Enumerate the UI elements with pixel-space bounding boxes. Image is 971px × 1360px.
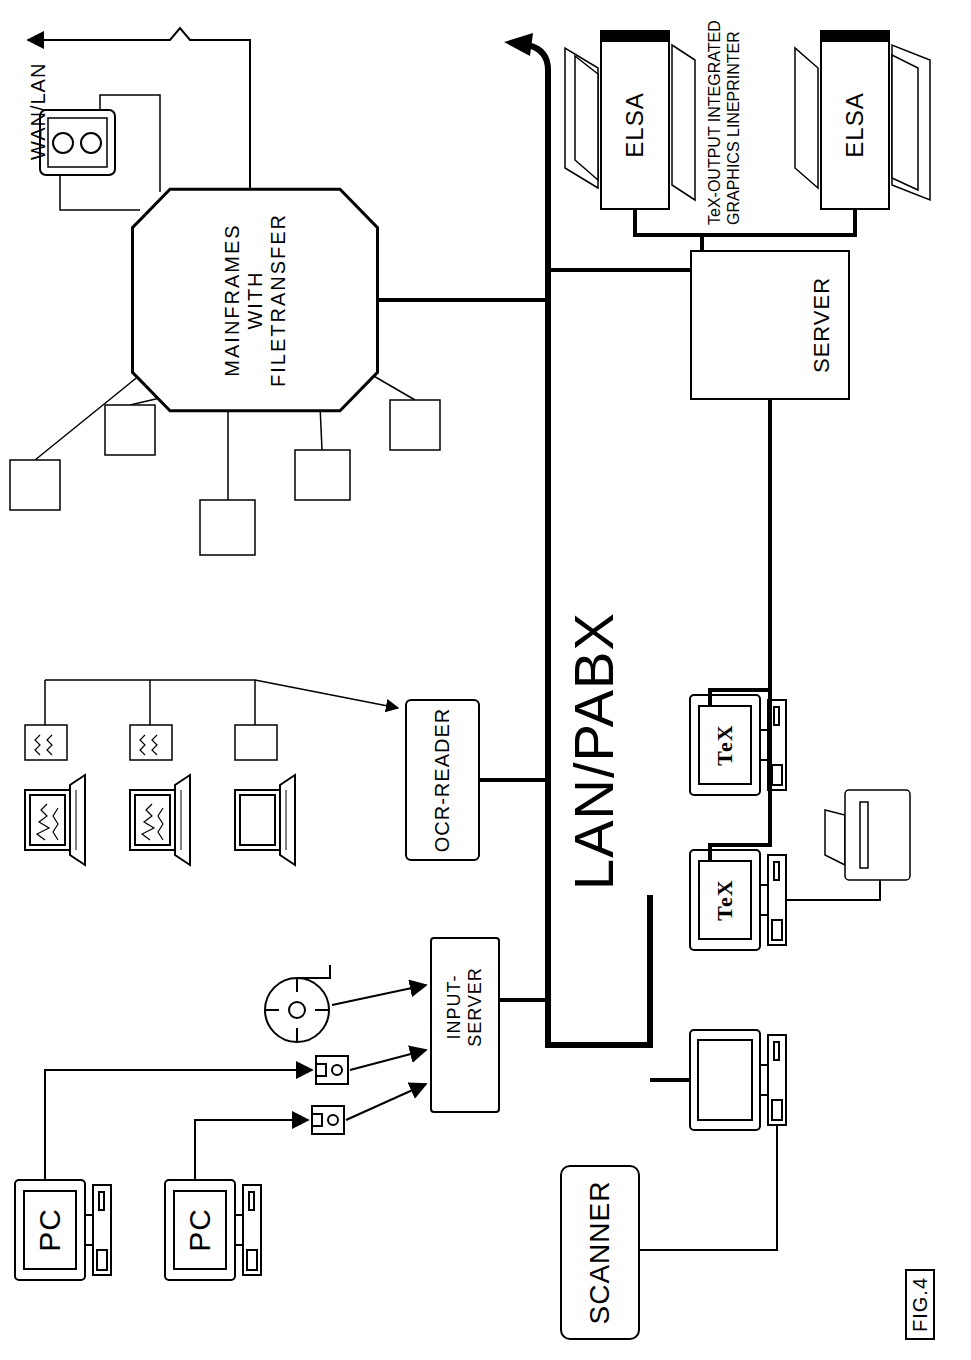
network-cable (635, 210, 702, 250)
printer-body: ELSA (600, 30, 670, 210)
node-text: OCR-READER (431, 708, 454, 852)
wan-label: WAN/LAN (26, 63, 50, 160)
network-cable (702, 210, 855, 250)
node-text: SCANNER (584, 1181, 616, 1325)
pc-screen: PC (23, 1190, 77, 1270)
server-box: SERVER (690, 250, 850, 400)
node-text: ELSA (621, 92, 649, 157)
network-cable (710, 400, 770, 860)
network-bus-label: LAN/PABX (560, 612, 627, 890)
node-text: PC (183, 1208, 218, 1252)
printer-body: ELSA (820, 30, 890, 210)
tex-screen: TeX (698, 705, 752, 785)
node-text: ELSA (841, 92, 869, 157)
pc-screen: PC (173, 1190, 227, 1270)
printer-note: TeX-OUTPUT INTEGRATED GRAPHICS LINEPRINT… (705, 10, 743, 225)
tex-screen: TeX (698, 860, 752, 940)
mainframe-octagon: MAINFRAMES WITH FILETRANSFER (130, 187, 380, 413)
ocr-reader-box: OCR-READER (405, 699, 480, 861)
input-server-box: INPUT- SERVER (430, 937, 500, 1113)
node-text: INPUT- SERVER (444, 943, 485, 1071)
node-text: PC (33, 1208, 68, 1252)
node-text: MAINFRAMES WITH FILETRANSFER (221, 202, 290, 398)
network-cable (710, 400, 770, 705)
node-text: SERVER (809, 277, 834, 373)
node-text: TeX (712, 724, 737, 765)
node-text: TeX (712, 879, 737, 920)
scanner-box: SCANNER (560, 1165, 640, 1340)
figure-caption: FIG.4 (905, 1269, 935, 1340)
